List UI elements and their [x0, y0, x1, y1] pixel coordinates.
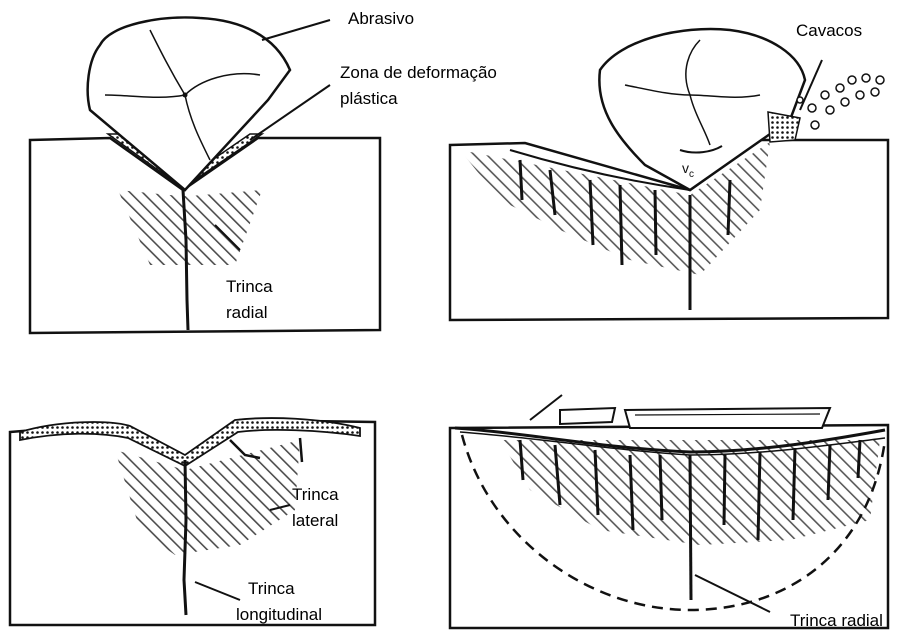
label-trinca-radial-top-line2: radial — [226, 302, 268, 324]
longitudinal-crack — [184, 460, 186, 615]
label-vc: vc — [682, 160, 694, 180]
panel-bottom-right — [450, 395, 888, 628]
panel-top-right — [450, 29, 888, 320]
label-vc-main: v — [682, 160, 689, 176]
label-zona-deformacao-line1: Zona de deformação — [340, 62, 497, 84]
stress-zone — [118, 190, 262, 265]
panel-top-left — [30, 17, 380, 333]
label-abrasivo: Abrasivo — [348, 8, 414, 30]
label-vc-sub: c — [689, 169, 694, 180]
label-trinca-lateral-line1: Trinca — [292, 484, 339, 506]
abrasive-grain — [88, 17, 290, 190]
abrasive-grain — [599, 29, 805, 190]
plastic-zone — [20, 418, 360, 466]
label-trinca-radial-bottom: Trinca radial — [790, 610, 883, 632]
label-trinca-longitudinal-line1: Trinca — [248, 578, 295, 600]
label-trinca-lateral-line2: lateral — [292, 510, 338, 532]
chip-slab — [560, 408, 615, 424]
stress-zone — [115, 440, 300, 555]
label-cavacos: Cavacos — [796, 20, 862, 42]
chip-slab — [625, 408, 830, 428]
label-trinca-radial-top-line1: Trinca — [226, 276, 273, 298]
label-zona-deformacao-line2: plástica — [340, 88, 398, 110]
label-trinca-longitudinal-line2: longitudinal — [236, 604, 322, 626]
